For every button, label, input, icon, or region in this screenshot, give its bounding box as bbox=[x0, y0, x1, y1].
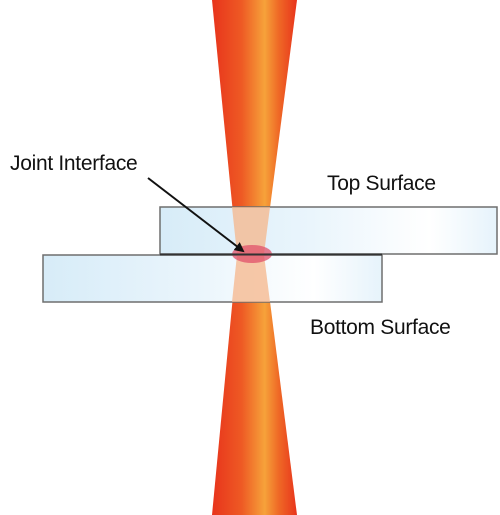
top-surface-label: Top Surface bbox=[327, 172, 436, 195]
beam-through-bottom-plate bbox=[232, 255, 270, 302]
bottom-surface-label: Bottom Surface bbox=[310, 316, 451, 339]
joint-interface-label: Joint Interface bbox=[10, 152, 137, 175]
top-plate bbox=[159, 206, 498, 255]
bottom-plate bbox=[42, 254, 383, 303]
laser-beam-lower bbox=[212, 254, 297, 515]
laser-beam-upper bbox=[212, 0, 297, 254]
joint-interface-arrow bbox=[147, 177, 245, 253]
